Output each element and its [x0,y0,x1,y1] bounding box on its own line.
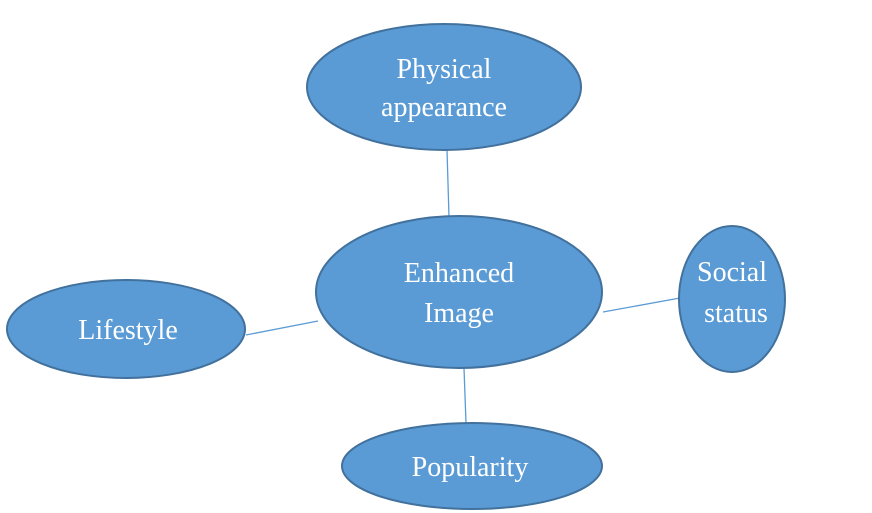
node-physical-appearance: Physical appearance [306,23,582,151]
edge-center-top [446,149,450,218]
node-label-line: Physical [397,54,492,85]
node-label-line: Social [697,257,767,288]
node-label-line: Enhanced [404,258,514,289]
node-label-line: Lifestyle [78,315,178,346]
edge-center-right [602,297,681,313]
node-social-status: Social status [678,225,786,373]
node-label-line: appearance [381,92,507,123]
edge-center-bottom [463,367,467,424]
node-label-line: Image [424,298,494,329]
node-popularity: Popularity [341,422,603,510]
node-label-line: status [704,298,768,329]
node-enhanced-image: Enhanced Image [315,215,603,369]
node-lifestyle: Lifestyle [6,279,246,379]
edge-center-left [245,320,319,336]
node-label-line: Popularity [412,452,529,483]
